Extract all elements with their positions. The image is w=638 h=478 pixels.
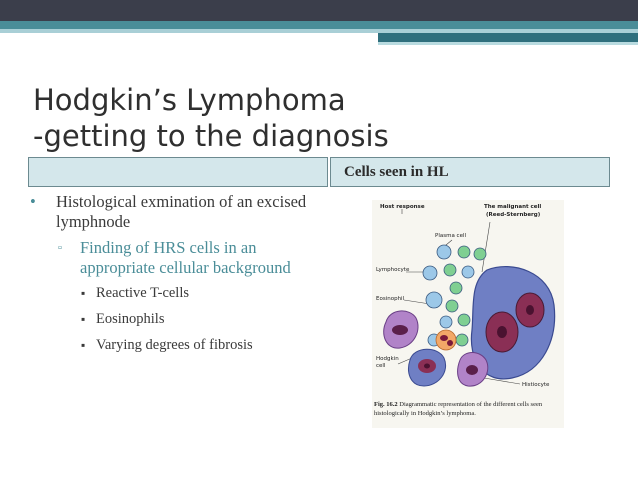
- bullet-item: ▪ Varying degrees of fibrosis: [30, 334, 330, 356]
- lymphocyte: [422, 265, 438, 281]
- bullet-item-text: Varying degrees of fibrosis: [96, 337, 253, 353]
- label-hodgkin: Hodgkin: [376, 356, 399, 362]
- accent-stripe-light: [0, 29, 638, 33]
- bullet-item-text: Reactive T-cells: [96, 285, 190, 301]
- rs-nucleolus-right: [526, 305, 534, 315]
- bullet-item: ▪ Eosinophils: [30, 308, 330, 330]
- bullet-list: • Histological exmination of an excised …: [30, 192, 330, 356]
- bullet-item: ▪ Reactive T-cells: [30, 282, 330, 304]
- cell-diagram: Host response The malignant cell (Reed-S…: [376, 204, 556, 388]
- bullet-small: ▪: [81, 338, 86, 352]
- rs-nucleolus-left: [497, 326, 507, 338]
- bullet-main-text: Histological exmination of an excised ly…: [56, 192, 307, 231]
- hodgkin-nucleolus: [424, 363, 430, 369]
- bullet-item-text: Eosinophils: [96, 311, 165, 327]
- lymphocyte: [455, 333, 469, 347]
- figure-caption: Fig. 16.2 Diagrammatic representation of…: [374, 400, 564, 418]
- accent-block-light: [378, 42, 638, 45]
- bullet-dot: •: [30, 192, 36, 211]
- cell-diagram-figure: Host response The malignant cell (Reed-S…: [372, 200, 564, 428]
- accent-block: [378, 33, 638, 42]
- title-line-2: -getting to the diagnosis: [33, 119, 389, 153]
- label-cell: cell: [376, 363, 386, 369]
- eosinophil-nucleus: [447, 340, 453, 346]
- title-line-1: Hodgkin’s Lymphoma: [33, 83, 346, 117]
- eosinophil: [425, 291, 443, 309]
- caption-number: Fig. 16.2: [374, 401, 398, 408]
- label-malignant-cell: The malignant cell: [484, 204, 541, 210]
- lymphocyte: [461, 265, 475, 279]
- table-header-right: Cells seen in HL: [330, 157, 610, 187]
- lymphocyte: [443, 263, 457, 277]
- bullet-small: ▪: [81, 312, 86, 326]
- histiocyte-nucleus: [466, 365, 478, 375]
- bullet-sub-text: Finding of HRS cells in an appropriate c…: [80, 238, 291, 277]
- label-reed-sternberg: (Reed-Sternberg): [486, 212, 541, 218]
- top-bar: [0, 0, 638, 21]
- label-lymphocyte: Lymphocyte: [376, 267, 410, 273]
- bullet-small: ▪: [81, 286, 86, 300]
- accent-stripe: [0, 21, 638, 29]
- histiocyte-nucleus: [392, 325, 408, 335]
- lymphocyte: [457, 245, 471, 259]
- table-header-left: [28, 157, 328, 187]
- caption-text: Diagrammatic representation of the diffe…: [374, 401, 543, 417]
- bullet-sub: ▫ Finding of HRS cells in an appropriate…: [30, 238, 330, 278]
- lymphocyte: [473, 247, 487, 261]
- plasma-cell: [436, 244, 452, 260]
- lymphocyte: [445, 299, 459, 313]
- label-host-response: Host response: [380, 204, 425, 210]
- bullet-square: ▫: [58, 242, 62, 254]
- label-plasma-cell: Plasma cell: [435, 233, 466, 239]
- lymphocyte: [439, 315, 453, 329]
- eosinophil-nucleus: [440, 335, 448, 341]
- lymphocyte: [449, 281, 463, 295]
- lymphocyte: [457, 313, 471, 327]
- bullet-main: • Histological exmination of an excised …: [30, 192, 330, 232]
- label-histiocyte: Histiocyte: [522, 382, 550, 388]
- slide-title: Hodgkin’s Lymphoma -getting to the diagn…: [33, 82, 389, 154]
- label-eosinophil: Eosinophil: [376, 296, 405, 302]
